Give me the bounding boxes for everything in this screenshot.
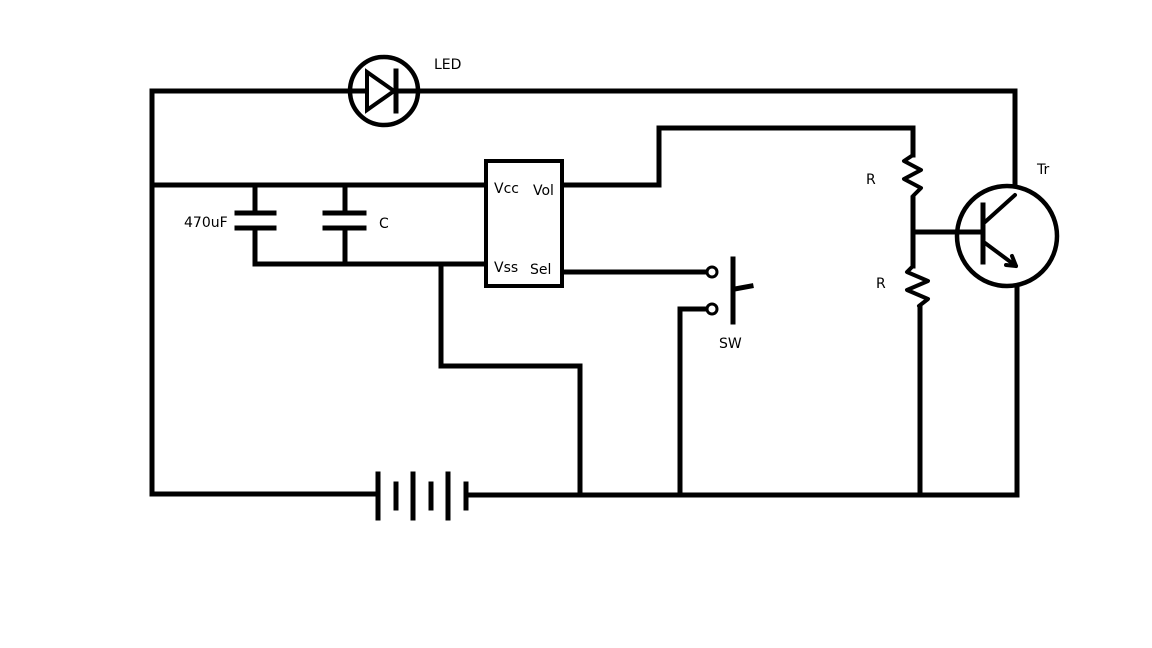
label-c: C	[379, 216, 389, 232]
label-led: LED	[434, 57, 461, 73]
label-vss: Vss	[494, 260, 518, 276]
label-sel: Sel	[530, 262, 551, 278]
led-triangle	[365, 68, 398, 114]
switch-contact-bottom	[705, 302, 719, 316]
label-tr: Tr	[1036, 162, 1049, 178]
label-470uf: 470uF	[184, 215, 228, 231]
switch-contact-top	[705, 265, 719, 279]
transistor-emitter-arrow	[1004, 254, 1018, 268]
resistor-top	[902, 153, 923, 198]
label-sw: SW	[719, 336, 742, 352]
capacitor-470uf	[234, 210, 277, 231]
transistor-collector	[983, 193, 1017, 224]
label-vcc: Vcc	[494, 181, 519, 197]
resistor-bottom	[905, 264, 930, 308]
switch	[705, 256, 754, 325]
led	[347, 54, 421, 128]
transistor-emitter	[983, 241, 1018, 268]
transistor	[954, 183, 1060, 289]
ic-body	[484, 159, 564, 288]
battery	[375, 471, 469, 521]
label-r-bottom: R	[876, 276, 886, 292]
capacitor-c	[322, 210, 367, 231]
switch-button	[732, 283, 754, 292]
label-r-top: R	[866, 172, 876, 188]
wires	[149, 88, 1020, 498]
label-vol: Vol	[533, 183, 554, 199]
